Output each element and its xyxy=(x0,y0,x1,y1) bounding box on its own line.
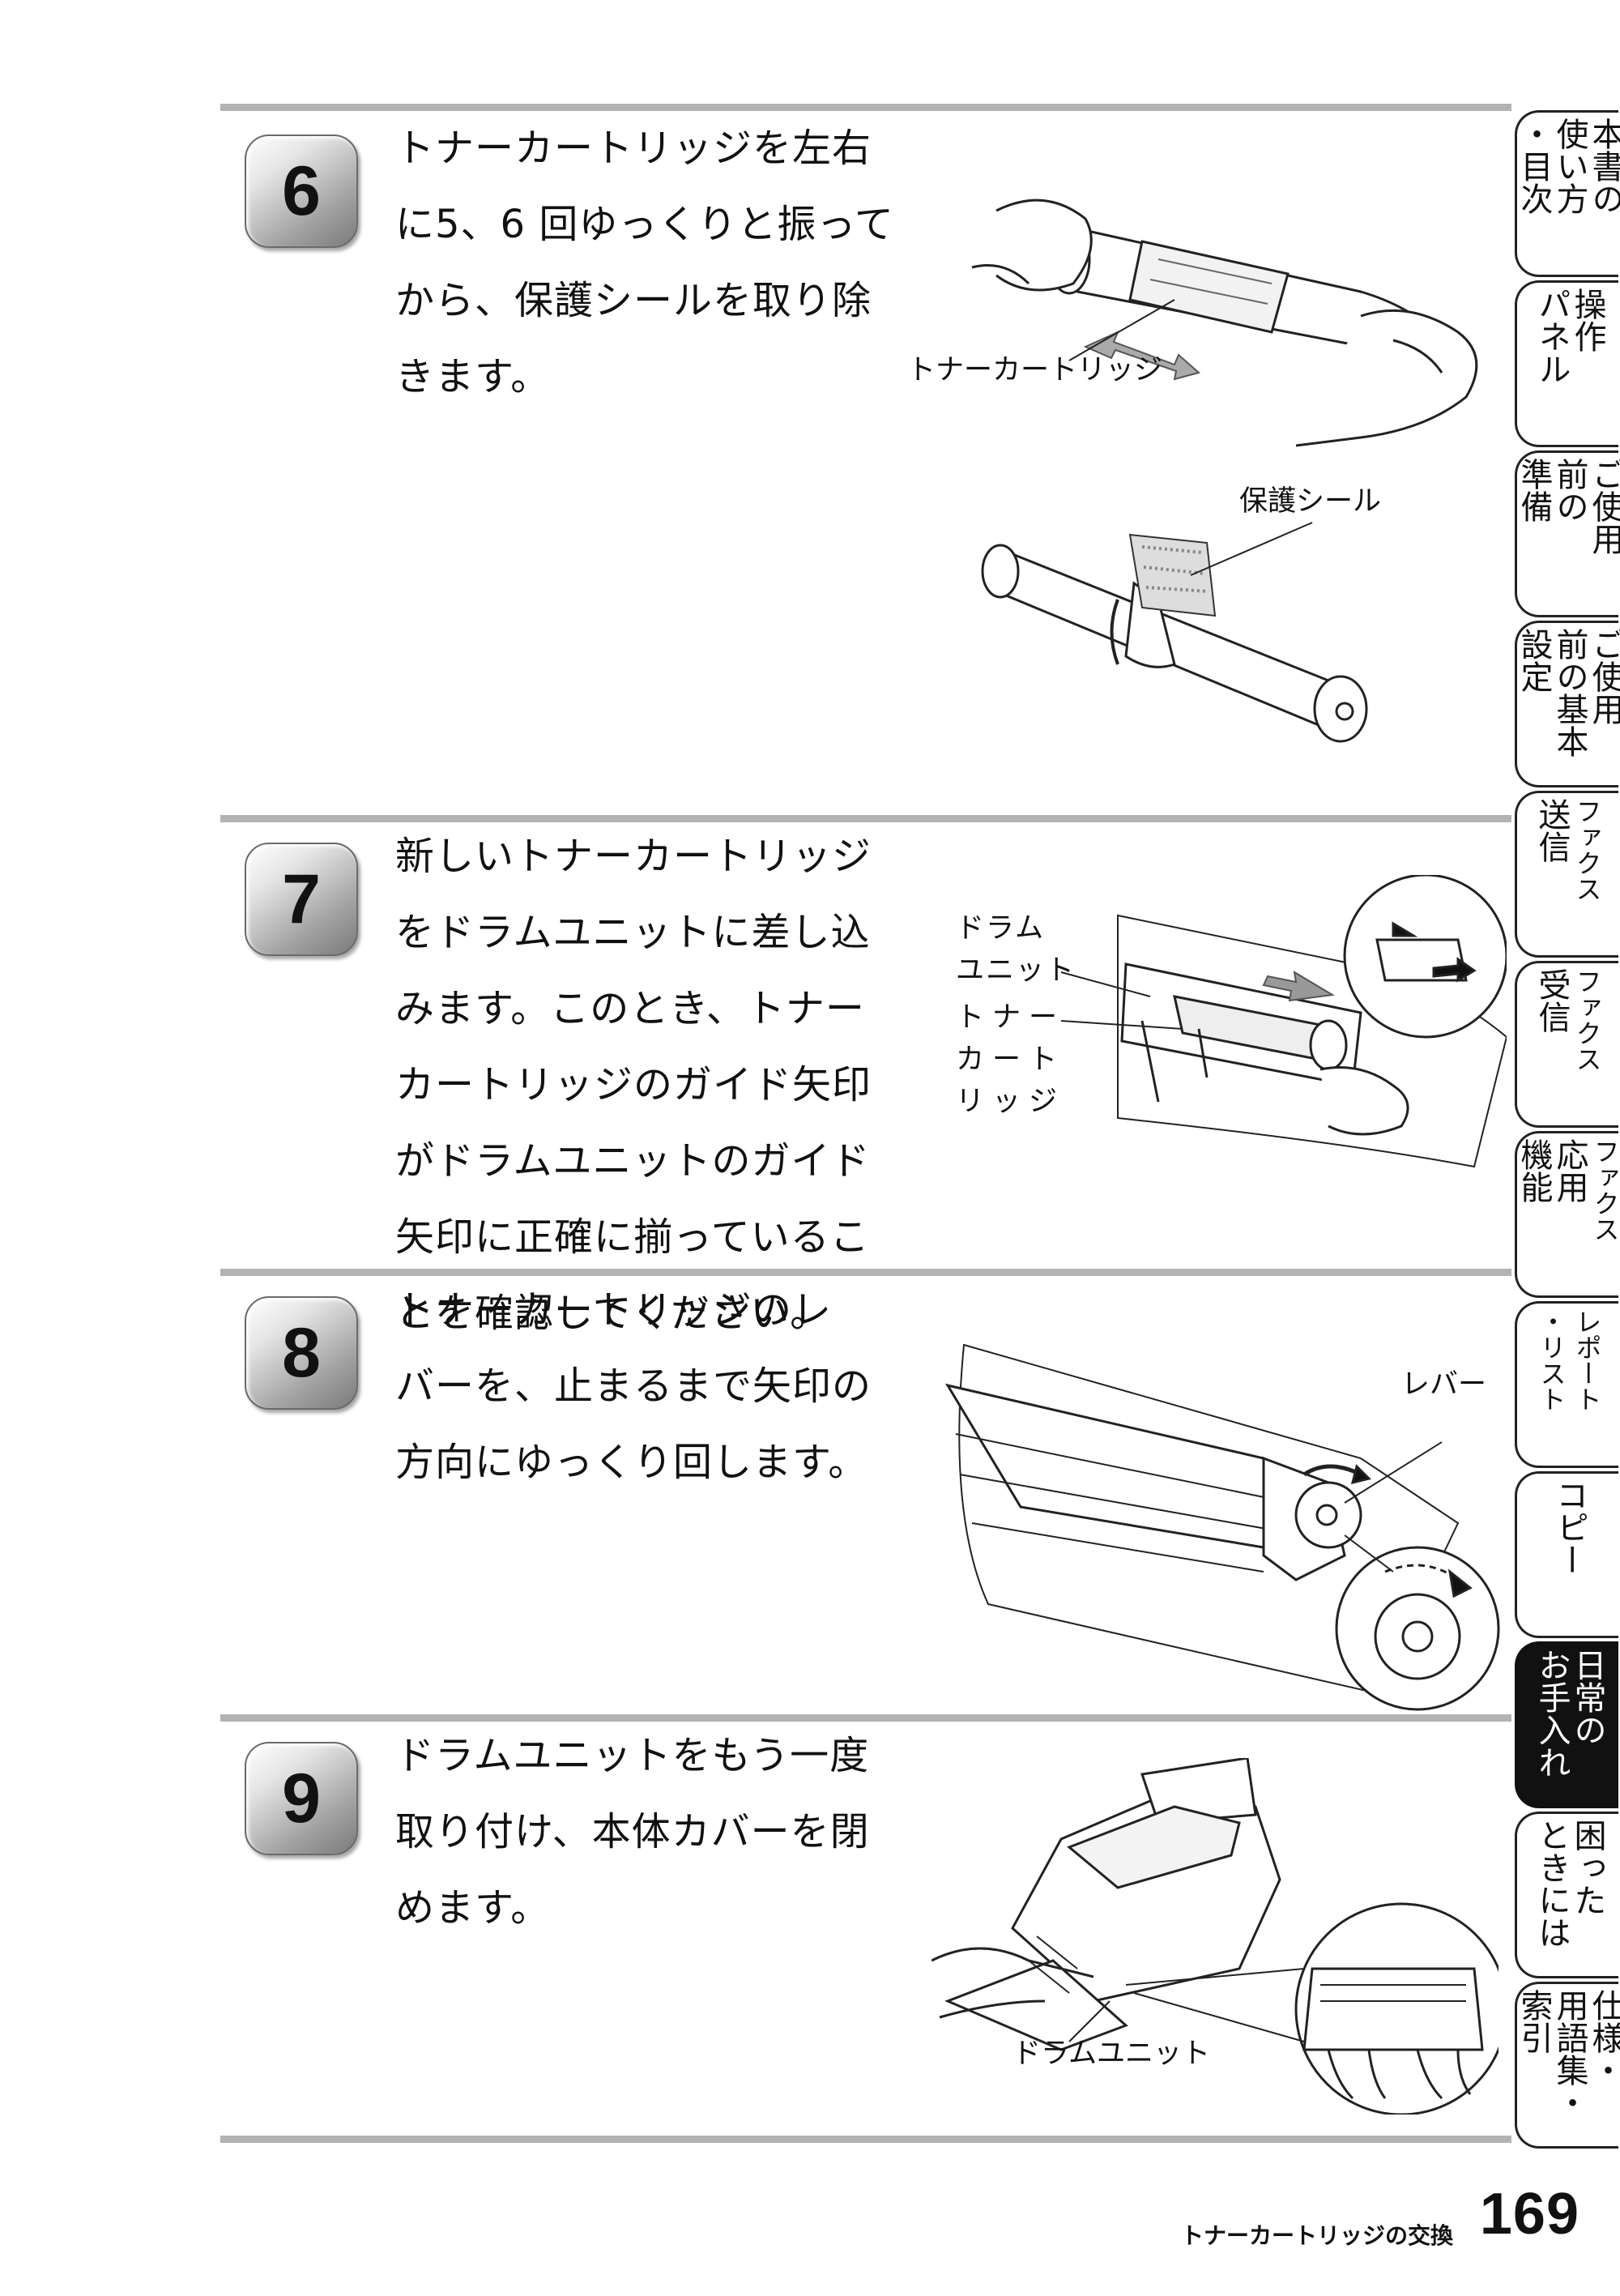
step-line: トナーカートリッジのレ xyxy=(395,1287,833,1333)
divider-bottom xyxy=(220,2136,1511,2143)
step-number-badge: 6 xyxy=(245,134,358,248)
step-number-badge: 9 xyxy=(245,1742,358,1855)
step-line: に5、6 回ゆっくりと振って xyxy=(395,202,894,247)
step-instruction: トナーカートリッジを左右 に5、6 回ゆっくりと振って から、保護シールを取り除… xyxy=(395,110,897,415)
step-line: みます。このとき、トナー xyxy=(395,986,865,1031)
tab-operation-panel[interactable]: 操作 パネル xyxy=(1515,280,1618,447)
step-line: トナーカートリッジを左右 xyxy=(395,126,872,171)
step-line: をドラムユニットに差し込 xyxy=(395,910,871,955)
step-instruction: トナーカートリッジのレ バーを、止まるまで矢印の 方向にゆっくり回します。 xyxy=(395,1272,897,1500)
tab-fax-receive[interactable]: ファクス 受信 xyxy=(1515,961,1618,1128)
step-line: がドラムユニットのガイド xyxy=(395,1138,871,1184)
tab-specs-index[interactable]: 仕様・ 用語集・ 索引 xyxy=(1515,1982,1620,2149)
step-number-badge: 7 xyxy=(245,843,358,956)
lever-turn-illustration: レバー xyxy=(923,1312,1507,1718)
protective-seal-label: 保護シール xyxy=(1239,485,1382,518)
step-instruction: ドラムユニットをもう一度 取り付け、本体カバーを閉 めます。 xyxy=(395,1718,897,1946)
divider-step-8 xyxy=(220,1269,1511,1276)
step-line: ドラムユニットをもう一度 xyxy=(395,1733,870,1778)
tab-daily-maintenance[interactable]: 日常の お手入れ xyxy=(1515,1641,1618,1808)
drum-unit-label: ドラムユニット xyxy=(1013,2038,1210,2070)
step-number-badge: 8 xyxy=(245,1296,358,1410)
step-line: 方向にゆっくり回します。 xyxy=(395,1440,868,1485)
step-line: きます。 xyxy=(395,354,551,399)
step-line: バーを、止まるまで矢印の xyxy=(395,1364,872,1409)
step-instruction: 新しいトナーカートリッジ をドラムユニットに差し込 みます。このとき、トナー カ… xyxy=(395,818,897,1351)
tab-how-to-use[interactable]: 本書の 使い方 ・目次 xyxy=(1515,110,1620,277)
toner-cartridge-label: トナーカートリッジ xyxy=(907,354,1163,386)
step-line: 新しいトナーカートリッジ xyxy=(395,834,872,879)
tab-preparation[interactable]: ご使用 前の 準備 xyxy=(1515,450,1620,617)
step-line: カートリッジのガイド矢印 xyxy=(395,1062,872,1107)
divider-top xyxy=(220,104,1511,111)
step-line: 矢印に正確に揃っているこ xyxy=(395,1214,870,1260)
toner-insert-illustration: ドラム ユニット トナー カート リッジ xyxy=(940,875,1507,1183)
tab-fax-send[interactable]: ファクス 送信 xyxy=(1515,791,1618,958)
toner-shake-illustration: トナーカートリッジ xyxy=(907,170,1490,454)
divider-step-7 xyxy=(220,815,1511,822)
lever-label: レバー xyxy=(1401,1368,1487,1401)
drum-reinstall-illustration: ドラムユニット xyxy=(932,1758,1498,2115)
step-line: とを確認してください。 xyxy=(395,1291,830,1336)
step-line: から、保護シールを取り除 xyxy=(395,278,872,323)
tab-troubleshooting[interactable]: 困った ときには xyxy=(1515,1812,1618,1978)
footer-section-title: トナーカートリッジの交換 xyxy=(1180,2222,1453,2249)
step-line: 取り付け、本体カバーを閉 xyxy=(395,1809,870,1854)
tab-reports-lists[interactable]: レポート ・リスト xyxy=(1515,1301,1618,1468)
tab-copy[interactable]: コピー xyxy=(1515,1471,1618,1638)
tab-basic-settings[interactable]: ご使用 前の基本 設定 xyxy=(1515,621,1620,787)
toner-cartridge-label: トナー カート リッジ xyxy=(956,1001,1066,1118)
tab-fax-advanced[interactable]: ファクス 応用 機能 xyxy=(1515,1131,1620,1298)
seal-removal-illustration: 保護シール xyxy=(972,478,1426,762)
step-line: めます。 xyxy=(395,1885,551,1931)
drum-unit-label: ドラム ユニット xyxy=(956,912,1076,987)
page-number: 169 xyxy=(1479,2182,1580,2247)
divider-step-9 xyxy=(220,1714,1511,1722)
